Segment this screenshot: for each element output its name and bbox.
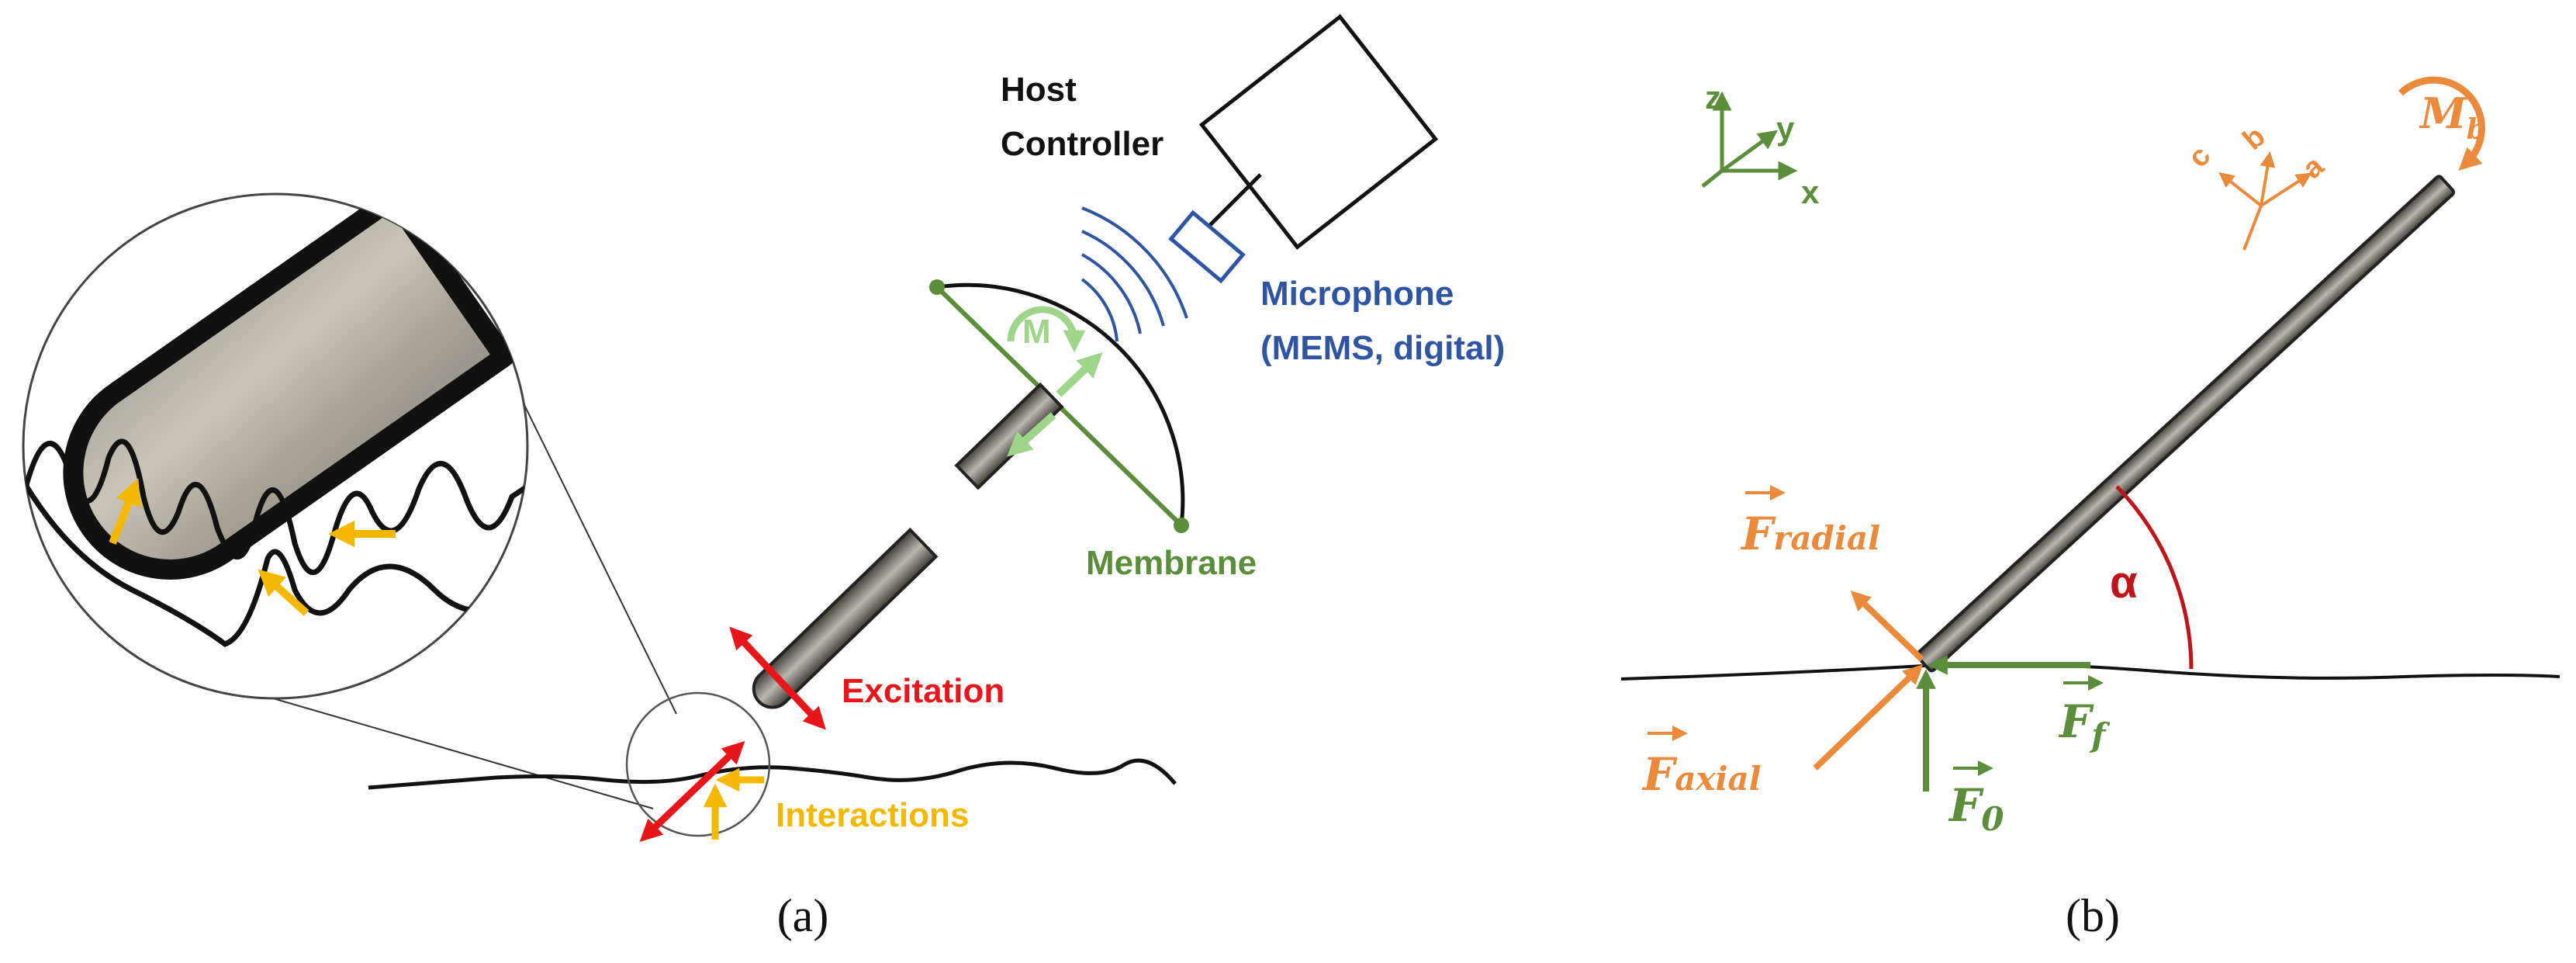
svg-text:Faxial: Faxial — [1641, 748, 1762, 801]
magnifier-connector-bottom — [267, 696, 654, 809]
local-axes — [2218, 151, 2312, 251]
moment-down-arrow — [1007, 412, 1056, 457]
angle-label: α — [2110, 557, 2138, 608]
excitation-label: Excitation — [842, 672, 1004, 710]
microphone-label-line2: (MEMS, digital) — [1260, 329, 1505, 367]
axial-force-arrow — [1813, 664, 1924, 771]
microphone-icon — [1168, 210, 1246, 284]
surface-line-b — [1620, 663, 2560, 681]
excitation-arrow-axial — [639, 741, 745, 842]
caption-b: (b) — [2066, 890, 2120, 941]
local-axis-label-c: c — [2182, 140, 2218, 174]
magnifier-detail — [22, 192, 529, 700]
moment-symbol: M — [1022, 313, 1051, 351]
host-connection-line — [1208, 173, 1262, 227]
friction-force-label: Ff — [2058, 675, 2111, 754]
sound-waves — [1081, 206, 1188, 342]
svg-text:Fradial: Fradial — [1740, 507, 1880, 560]
bending-moment-arrow — [2398, 76, 2485, 171]
magnified-interaction-arrow-1 — [109, 478, 141, 545]
membrane-anchor-top — [929, 279, 945, 295]
membrane-anchor-bottom — [1174, 518, 1189, 533]
host-label-line1: Host — [1001, 71, 1077, 109]
axial-force-label: Faxial — [1641, 726, 1762, 801]
local-axis-label-b: b — [2237, 120, 2272, 157]
panel-b: z y x c b a Mb α Fradial — [1620, 76, 2560, 941]
membrane-label: Membrane — [1086, 544, 1257, 582]
global-axes — [1701, 91, 1798, 188]
acoustic-housing — [936, 282, 1185, 526]
magnified-interaction-arrow-2 — [258, 569, 309, 616]
surface-line — [368, 758, 1177, 790]
magnified-stylus-tip — [63, 194, 514, 580]
magnified-surface-wave-2 — [23, 480, 527, 647]
svg-text:F0: F0 — [1948, 779, 2004, 838]
axis-label-z: z — [1705, 79, 1721, 116]
svg-text:Ff: Ff — [2058, 695, 2111, 754]
angle-arc — [2115, 485, 2194, 670]
panel-a: Host Controller Microphone (MEMS, digita… — [22, 14, 1505, 941]
microphone-label-line1: Microphone — [1260, 275, 1454, 313]
normal-force-label: F0 — [1948, 760, 2004, 838]
moment-up-arrow — [1056, 352, 1103, 397]
rod-b — [1915, 175, 2456, 673]
radial-force-arrow — [1850, 591, 1924, 662]
axis-label-y: y — [1776, 110, 1795, 147]
moment-arrow — [1007, 306, 1086, 353]
rod-upper-segment — [954, 382, 1064, 490]
caption-a: (a) — [777, 890, 829, 941]
radial-force-label: Fradial — [1740, 485, 1880, 560]
magnified-surface-wave-1 — [23, 438, 527, 575]
host-controller-box — [1198, 14, 1439, 250]
host-label-line2: Controller — [1001, 125, 1164, 163]
axis-label-x: x — [1801, 174, 1820, 210]
interactions-label: Interactions — [776, 796, 969, 834]
contact-circle — [625, 691, 771, 837]
bending-moment-label: Mb — [2419, 88, 2486, 146]
magnifier-connector-top — [502, 360, 677, 715]
excitation-arrow-perpendicular — [729, 626, 826, 730]
